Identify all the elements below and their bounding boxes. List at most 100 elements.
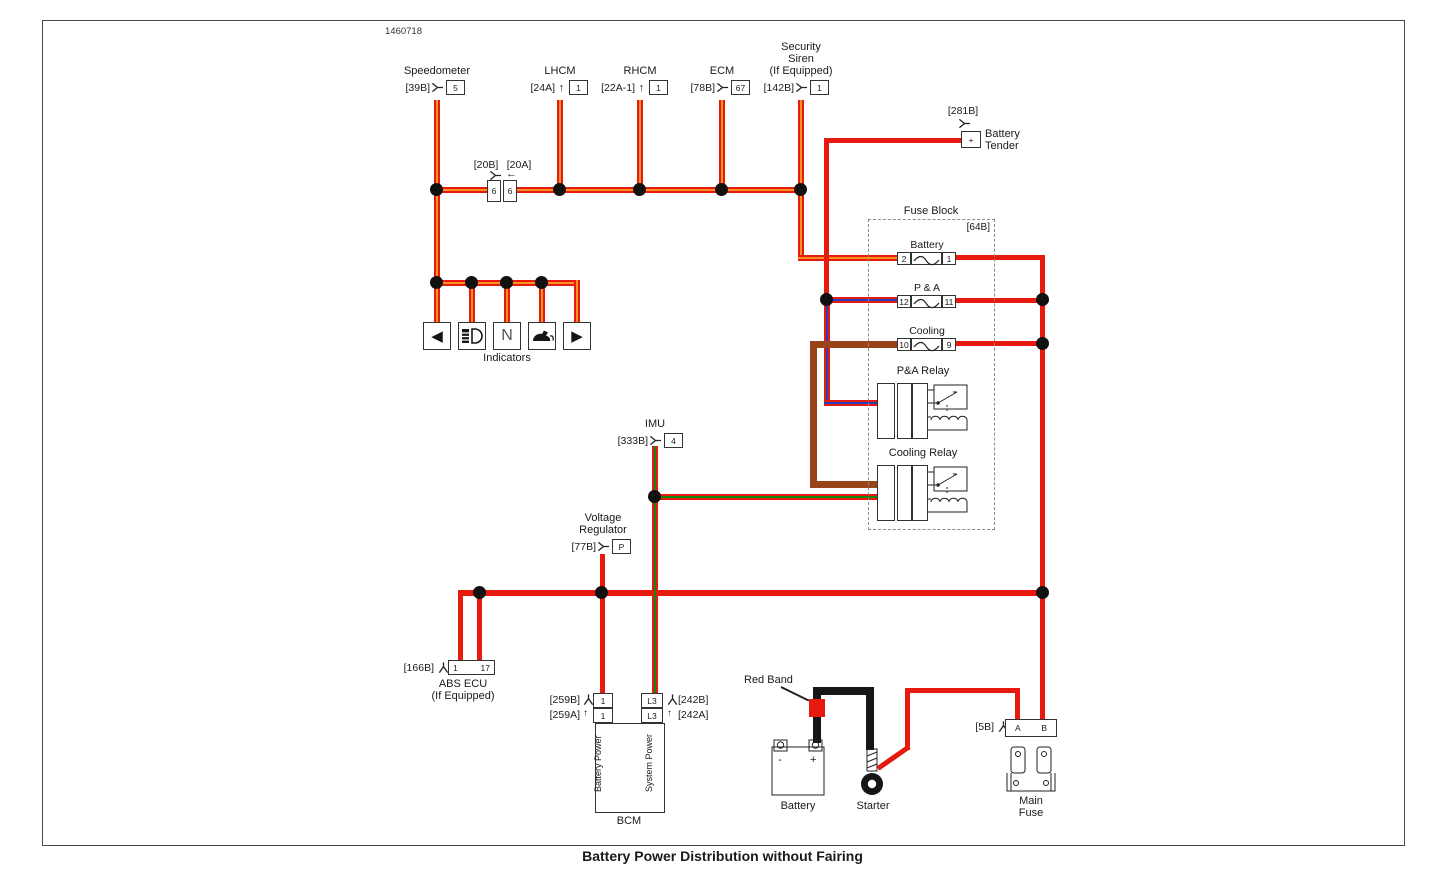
battery-icon: - + bbox=[771, 739, 825, 796]
wire-r-voltage-regulator bbox=[600, 554, 605, 593]
main-fuse-icon bbox=[1006, 746, 1056, 792]
relay-pin bbox=[913, 411, 927, 425]
wire-ro-lhcm-drop bbox=[557, 100, 563, 190]
relay-pin bbox=[898, 398, 911, 412]
main-fuse-connector-number: [5B] bbox=[975, 721, 994, 733]
wire-r-battery-tender bbox=[824, 138, 962, 143]
wire-r-battery-fuse-out bbox=[956, 255, 1043, 260]
main-fuse-name: Main Fuse bbox=[1005, 795, 1057, 819]
relay-pin bbox=[898, 384, 911, 398]
relay-mid-pins bbox=[897, 383, 912, 439]
wire-bn-vertical bbox=[810, 341, 817, 488]
fuse: P & A 12 11 bbox=[895, 282, 959, 309]
relay-mid-pins bbox=[897, 465, 912, 521]
inline-connector-pin-right: 6 bbox=[503, 180, 517, 202]
battery-tender-connector-number: [281B] bbox=[947, 105, 979, 117]
component-name: Speedometer bbox=[403, 65, 471, 77]
component-connector: Security Siren (If Equipped) [142B] ↑ 1 bbox=[746, 40, 856, 96]
wire-bn-cooling-relay-feed bbox=[810, 481, 877, 488]
wire-ro-ecm-drop bbox=[719, 100, 725, 190]
wire-rbe-pa-fuse-feed bbox=[827, 297, 897, 303]
connector-fork-icon bbox=[795, 81, 808, 94]
relay-pin bbox=[913, 398, 927, 412]
wire-ro-indicator-drop-2 bbox=[469, 286, 475, 322]
component-name-line2: Siren bbox=[788, 53, 814, 65]
connector-fork-icon bbox=[716, 81, 729, 94]
wire-bk-horizontal bbox=[813, 687, 874, 695]
diagram-title: Battery Power Distribution without Fairi… bbox=[582, 848, 863, 864]
junction-dot bbox=[794, 183, 807, 196]
junction-dot bbox=[633, 183, 646, 196]
component-name: RHCM bbox=[623, 65, 657, 77]
red-band-marker bbox=[809, 699, 825, 717]
relay: P&A Relay bbox=[877, 365, 969, 455]
fuse-pin-left: 2 bbox=[897, 252, 911, 265]
relay-pin bbox=[898, 493, 911, 507]
indicator-oil-pressure bbox=[528, 322, 556, 350]
component-name: LHCM bbox=[544, 65, 576, 77]
wire-rbe-pa-relay-feed bbox=[824, 400, 877, 406]
component-connector: ECM [78B] ↑ 67 bbox=[667, 40, 777, 96]
wire-r-bcm-battery-power bbox=[600, 596, 605, 694]
wire-rgn-imu-drop bbox=[652, 446, 658, 498]
relay-pin bbox=[898, 466, 911, 480]
connector-number: [24A] bbox=[530, 81, 555, 94]
relay-pin bbox=[878, 384, 894, 398]
relay-inner-pins bbox=[912, 465, 928, 521]
wire-ro-topbus-left bbox=[437, 187, 490, 193]
relay-pin bbox=[913, 480, 927, 494]
junction-dot bbox=[1036, 586, 1049, 599]
abs-name: ABS ECU (If Equipped) bbox=[418, 678, 508, 702]
wire-r-abs-pin17 bbox=[477, 590, 482, 662]
bcm-box bbox=[595, 723, 665, 813]
battery-tender-fork-icon bbox=[958, 117, 971, 130]
junction-dot bbox=[648, 490, 661, 503]
bcm-pin-259b: 1 bbox=[593, 693, 613, 708]
connector-number: [22A-1] bbox=[601, 81, 635, 94]
indicator-neutral: N bbox=[493, 322, 521, 350]
arrow-up-icon: ↑ bbox=[558, 81, 565, 94]
connector-row: [24A] ↑ 1 bbox=[505, 79, 615, 96]
connector-number: [39B] bbox=[405, 81, 430, 94]
starter-ring-terminal-icon bbox=[861, 748, 883, 795]
fuse-element-icon bbox=[911, 338, 942, 351]
wire-r-right-bus bbox=[1040, 255, 1045, 719]
fuse-element-icon bbox=[911, 295, 942, 308]
oil-can-icon bbox=[533, 330, 554, 341]
wire-r-cooling-fuse-out bbox=[956, 341, 1043, 346]
indicator-high-beam bbox=[458, 322, 486, 350]
abs-pin-17: 17 bbox=[480, 662, 490, 673]
bcm-system-power-label: System Power bbox=[644, 733, 654, 792]
component-name: ECM bbox=[709, 65, 735, 77]
inline-connector-left-label: [20B] bbox=[473, 159, 499, 171]
right-turn-arrow-icon: ▶ bbox=[571, 327, 583, 345]
battery-minus-sign: - bbox=[778, 754, 782, 766]
bcm-conn-242b: [242B] bbox=[678, 694, 709, 706]
junction-dot bbox=[553, 183, 566, 196]
connector-number: [78B] bbox=[690, 81, 715, 94]
connector-pin: 67 bbox=[731, 80, 750, 95]
fuse-block-outline bbox=[868, 219, 995, 530]
red-band-label: Red Band bbox=[744, 674, 793, 686]
wire-ro-indicator-drop-1 bbox=[434, 286, 440, 322]
connector-row: [39B] ↑ 5 bbox=[382, 79, 492, 96]
connector-pin: 1 bbox=[810, 80, 829, 95]
fuse-element-icon bbox=[911, 252, 942, 265]
voltage-regulator-connector-number: [77B] bbox=[571, 540, 596, 553]
junction-dot bbox=[715, 183, 728, 196]
relay-name: P&A Relay bbox=[896, 365, 950, 377]
main-fuse-pin-b: B bbox=[1041, 723, 1047, 733]
relay-pin bbox=[913, 425, 927, 439]
battery-plus-sign: + bbox=[810, 754, 816, 766]
connector-row: [78B] ↑ 67 bbox=[667, 79, 777, 96]
bcm-pin-242a: L3 bbox=[641, 708, 663, 723]
starter-name: Starter bbox=[856, 800, 890, 812]
imu-name: IMU bbox=[644, 418, 666, 430]
abs-name-line1: ABS ECU bbox=[438, 678, 488, 690]
wire-ro-indicator-drop-4 bbox=[539, 286, 545, 322]
document-number: 1460718 bbox=[385, 26, 422, 37]
arrow-left-icon: ← bbox=[506, 168, 517, 180]
component-name: Security bbox=[781, 41, 821, 53]
imu-pin: 4 bbox=[664, 433, 683, 448]
relay-pin bbox=[878, 507, 894, 521]
